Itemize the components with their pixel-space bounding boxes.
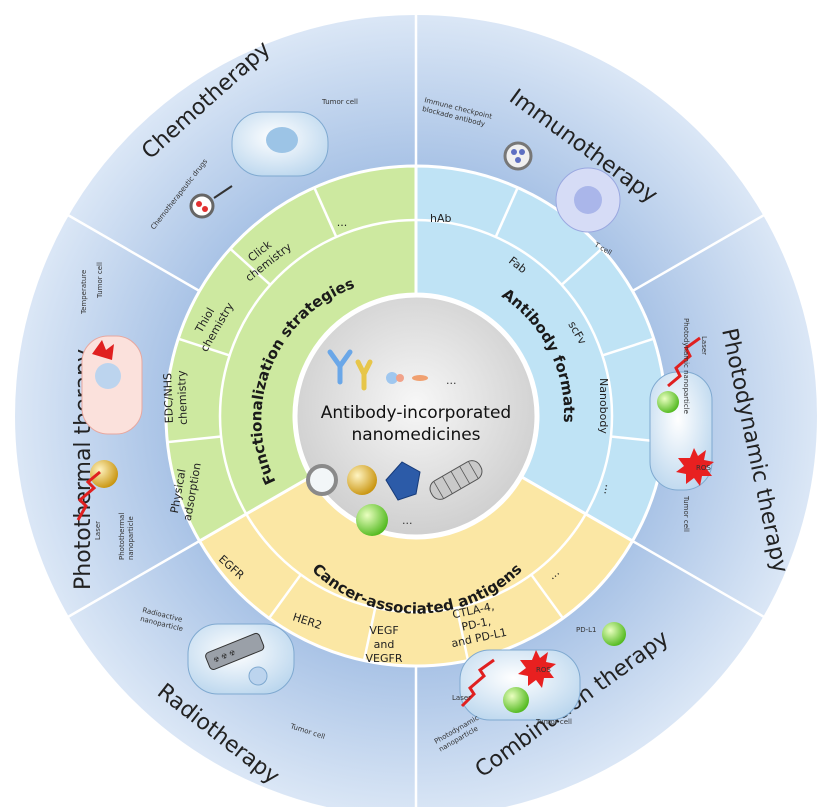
center-ellipsis-top: ... (446, 374, 457, 387)
laser-icon (460, 658, 495, 708)
ros-burst-icon (518, 650, 556, 688)
func-cell-divider (313, 187, 338, 238)
format-cell-divider (560, 247, 603, 286)
ros-burst-icon (676, 448, 714, 486)
antibody-icon (327, 349, 353, 385)
format-item-ellipsis: ... (601, 483, 616, 496)
photodynamic-illustration: ROS Photodynamic nanoparticle Laser Tumo… (649, 318, 714, 532)
middle-ring (164, 164, 668, 668)
photodynamic-label-ros: ROS (696, 464, 711, 472)
center-ellipsis-bottom: ... (402, 514, 413, 527)
func-cell-divider (229, 247, 272, 286)
therapy-divider (631, 213, 765, 293)
immunotherapy-illustration: Immune checkpointblockade antibody T cel… (421, 96, 621, 257)
outer-dividers (67, 14, 765, 807)
inner-band-circle (218, 218, 614, 614)
green-nanoparticle-icon (356, 504, 388, 536)
center-title-line2: nanomedicines (351, 425, 480, 445)
liposome-icon (306, 464, 338, 496)
radioactive-nanoparticle-icon: ☢ ☢ ☢ (205, 632, 265, 670)
format-cell-divider (494, 187, 519, 238)
functionalization-sector (164, 164, 418, 544)
center-title-line1: Antibody-incorporated (321, 403, 511, 423)
chemo-nanoparticle-icon (189, 193, 215, 219)
format-item-habs: hAb (430, 212, 451, 225)
svg-text:EDC/NHSchemistry: EDC/NHSchemistry (161, 370, 190, 426)
combination-label-laser: Laser (452, 694, 471, 702)
crystal-icon (385, 461, 421, 501)
combination-illustration: PD-L1 ROS Laser Tumor cell Photodynamicn… (433, 622, 626, 754)
nanotube-icon (429, 460, 483, 500)
combination-label-pdl1: PD-L1 (576, 626, 597, 634)
temperature-arrow-icon (92, 340, 114, 360)
therapy-divider (67, 213, 201, 293)
laser-icon (667, 336, 701, 388)
photothermal-illustration: Temperature Tumor cell Laser Phototherma… (76, 262, 143, 560)
antigen-cell-divider (530, 573, 564, 619)
gold-nanoparticle-icon (347, 465, 377, 495)
func-cell-divider (177, 337, 230, 357)
therapy-divider (67, 539, 201, 619)
antigen-cell-divider (455, 607, 470, 661)
combination-nanoparticle-icon (503, 687, 529, 713)
combination-label-tumor: Tumor cell (535, 718, 572, 726)
photodynamic-label-tumor: Tumor cell (682, 495, 690, 532)
photodynamic-label-laser: Laser (700, 336, 708, 355)
antigens-sector (197, 474, 635, 668)
photothermal-label-np: Photothermalnanoparticle (118, 513, 135, 560)
pd-l1-nanoparticle-icon (602, 622, 626, 646)
laser-icon (76, 470, 101, 521)
immune-nanoparticle-icon (503, 141, 533, 171)
antigen-cell-divider (362, 607, 377, 661)
antigen-cell-divider (268, 573, 302, 619)
photothermal-label-temp: Temperature (80, 270, 88, 315)
nanobody-icon (412, 375, 428, 381)
func-cell-divider (167, 435, 222, 444)
chemo-label-tumor: Tumor cell (321, 98, 358, 106)
photodynamic-nanoparticle-icon (657, 391, 679, 413)
photodynamic-label-np: Photodynamic nanoparticle (682, 318, 690, 414)
photothermal-nanoparticle-icon (90, 460, 118, 488)
therapy-divider (631, 539, 765, 619)
nanoparticle-icons: ... (306, 460, 483, 536)
antibody-icon-group: ... (327, 349, 457, 391)
photothermal-label-laser: Laser (94, 521, 102, 540)
photothermal-label-tumor: Tumor cell (96, 262, 104, 299)
svg-text:...: ... (337, 216, 348, 229)
fab-icon (386, 372, 398, 384)
format-item-nanobody: Nanobody (597, 378, 610, 434)
combination-label-ros: ROS (536, 666, 551, 674)
antibody-formats-sector (414, 164, 668, 544)
format-cell-divider (602, 337, 655, 357)
